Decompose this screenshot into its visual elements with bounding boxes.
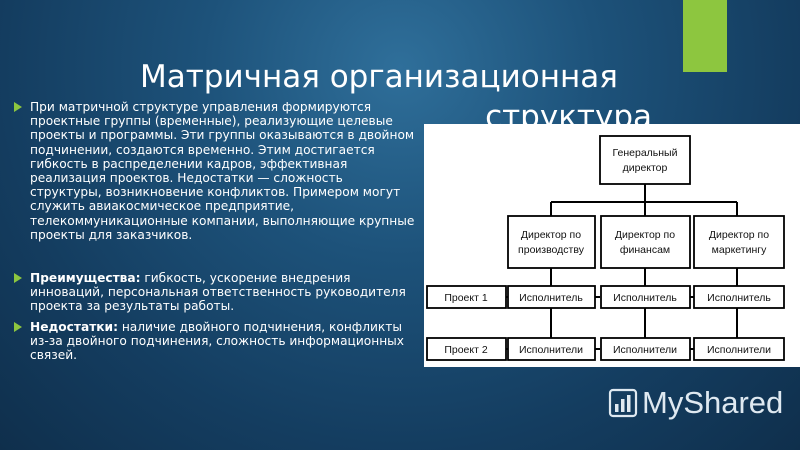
bullet-arrow-icon — [14, 321, 22, 332]
dir-finance-label-2: финансам — [620, 244, 670, 256]
watermark-text: MyShared — [642, 385, 784, 420]
project-2-box — [426, 337, 507, 361]
dir-marketing-label-1: Директор по — [709, 229, 769, 241]
ceo-box — [599, 135, 691, 185]
dir-production-label-1: Директор по — [521, 229, 581, 241]
bullet-arrow-icon — [14, 102, 22, 112]
disadvantages-label: Недостатки: — [30, 319, 118, 334]
accent-bar — [683, 0, 727, 72]
ceo-label-1: Генеральный — [613, 147, 678, 159]
myshared-logo-icon — [608, 388, 638, 418]
executors-box — [600, 337, 691, 361]
executors-box — [693, 337, 785, 361]
project-1-label: Проект 1 — [444, 292, 488, 304]
director-production-box — [507, 215, 596, 269]
dir-finance-label-1: Директор по — [615, 229, 675, 241]
executors-label: Исполнители — [519, 344, 583, 356]
director-finance-box — [600, 215, 691, 269]
advantages-label: Преимущества: — [30, 271, 141, 286]
executors-box — [507, 337, 596, 361]
executor-label: Исполнитель — [519, 292, 583, 304]
myshared-watermark: MyShared — [608, 385, 783, 421]
project-2-label: Проект 2 — [444, 344, 488, 356]
executor-label: Исполнитель — [613, 292, 677, 304]
project-1-box — [426, 285, 507, 309]
dir-marketing-label-2: маркетингу — [712, 244, 767, 256]
intro-text: При матричной структуре управления форми… — [30, 100, 415, 242]
executor-box — [507, 285, 596, 309]
executors-label: Исполнители — [613, 344, 677, 356]
director-marketing-box — [693, 215, 785, 269]
disadvantages-text: наличие двойного подчинения, конфликты и… — [30, 319, 404, 363]
executors-label: Исполнители — [707, 344, 771, 356]
advantages-text: гибкость, ускорение внедрения инноваций,… — [30, 271, 406, 314]
executor-box — [600, 285, 691, 309]
org-structure-diagram: Генеральный директор Директор по произво… — [424, 124, 800, 367]
ceo-label-2: директор — [623, 162, 668, 174]
disadvantages-paragraph: Недостатки: наличие двойного подчинения,… — [12, 320, 417, 363]
bullet-arrow-icon — [14, 273, 22, 284]
title-line-1: Матричная организационная — [140, 58, 618, 95]
executor-label: Исполнитель — [707, 292, 771, 304]
executor-box — [693, 285, 785, 309]
slide-title: Матричная организационная структура — [140, 57, 660, 137]
advantages-paragraph: Преимущества: гибкость, ускорение внедре… — [12, 271, 417, 314]
dir-production-label-2: производству — [518, 244, 585, 256]
intro-paragraph: При матричной структуре управления форми… — [12, 100, 417, 242]
slide-body: При матричной структуре управления форми… — [12, 100, 417, 362]
